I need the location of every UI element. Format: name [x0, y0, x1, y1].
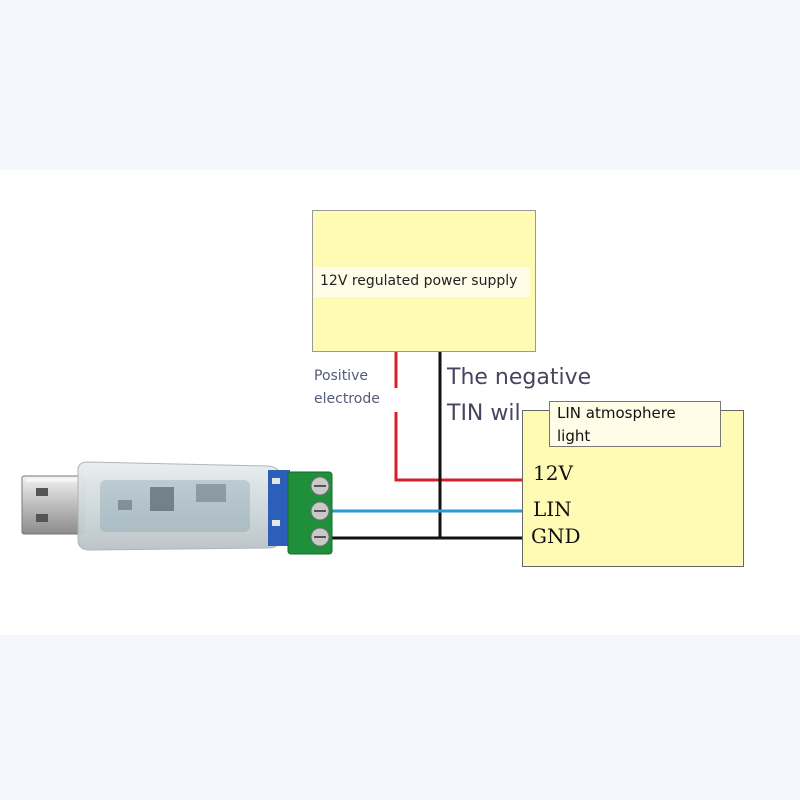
positive-electrode-annotation: Positive electrode — [314, 365, 380, 411]
pin-label-12v: 12V — [533, 461, 573, 485]
pin-label-lin: LIN — [533, 497, 572, 521]
positive-wire — [394, 352, 528, 482]
positive-annotation-line2: electrode — [314, 391, 380, 407]
power-supply-label: 12V regulated power supply — [314, 267, 530, 297]
usb-lin-adapter — [21, 461, 333, 555]
lin-atmosphere-light-title: LIN atmosphere light — [549, 401, 721, 447]
pin-label-gnd: GND — [531, 524, 581, 548]
background-band-top — [0, 0, 800, 170]
lamp-title-line2: light — [557, 427, 591, 445]
negative-annotation-line1: The negative — [447, 365, 592, 390]
lamp-title-line1: LIN atmosphere — [557, 404, 676, 422]
positive-annotation-line1: Positive — [314, 368, 368, 384]
background-band-bottom — [0, 635, 800, 800]
negative-annotation-line2: TIN wil — [447, 401, 521, 426]
negative-annotation: The negative TIN wil — [447, 360, 591, 432]
